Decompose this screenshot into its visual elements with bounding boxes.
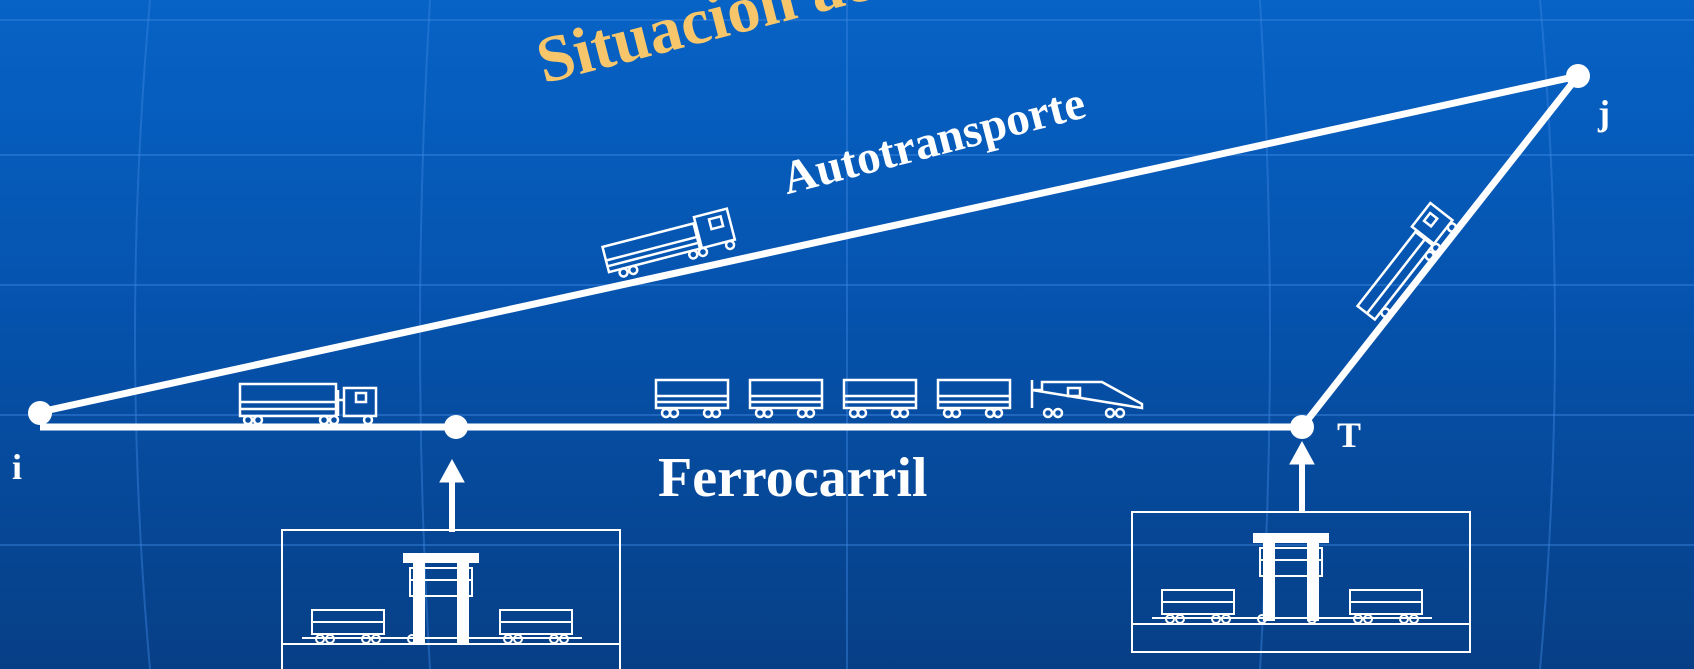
node-j-dot — [1566, 64, 1590, 88]
terminal-crane-icon — [1131, 511, 1471, 653]
node-j-label: j — [1598, 93, 1610, 133]
node-mid-dot — [444, 415, 468, 439]
terminal-crane-icon — [281, 529, 621, 669]
arrow-up-icon — [1289, 440, 1315, 512]
node-t-dot — [1290, 415, 1314, 439]
node-i-label: i — [12, 447, 23, 487]
arrow-up-icon — [439, 458, 465, 532]
road-line-t-j — [1299, 73, 1581, 430]
node-i-dot — [28, 401, 52, 425]
road-line-i-j — [39, 72, 1579, 416]
truck-icon — [600, 207, 737, 278]
train-icon — [654, 378, 1144, 419]
truck-icon — [238, 382, 378, 426]
node-t-label: T — [1337, 415, 1362, 455]
truck-icon — [1355, 201, 1458, 322]
rail-label: Ferrocarril — [658, 447, 928, 509]
